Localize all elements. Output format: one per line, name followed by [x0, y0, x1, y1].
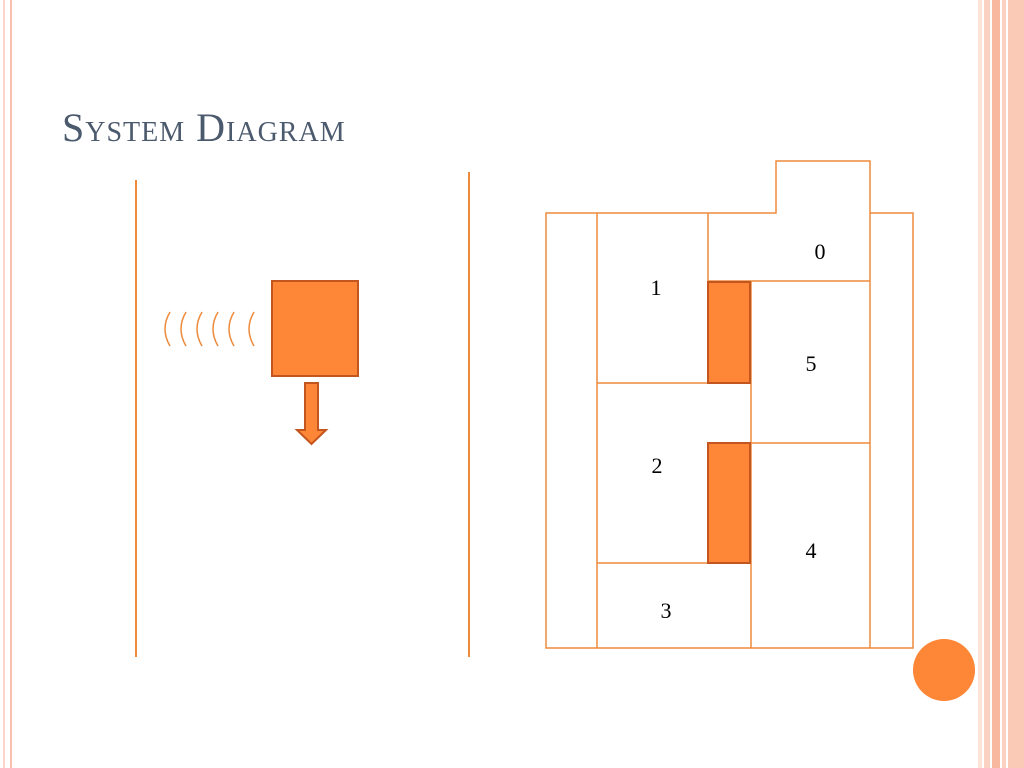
- slide-title: System Diagram: [62, 105, 346, 150]
- accent-circle: [913, 639, 975, 701]
- floor-plan: [545, 160, 914, 649]
- wave-arc: [196, 311, 203, 347]
- wave-arc: [248, 311, 255, 347]
- wave-arc: [180, 311, 187, 347]
- door-block-upper: [707, 281, 751, 384]
- wave-arc: [212, 311, 219, 347]
- floor-plan-outline: [545, 160, 914, 649]
- room-label-3: 3: [661, 598, 672, 623]
- room-label-5: 5: [806, 351, 817, 376]
- moving-block: [271, 280, 359, 377]
- emission-waves: [164, 311, 255, 347]
- wave-arc: [228, 311, 235, 347]
- right-border-decoration: [978, 0, 1024, 768]
- left-border-decoration: [0, 0, 12, 768]
- room-label-0: 0: [815, 239, 826, 264]
- wave-arc: [164, 311, 171, 347]
- room-label-1: 1: [651, 275, 662, 300]
- door-block-lower: [707, 442, 751, 564]
- room-label-4: 4: [806, 538, 817, 563]
- room-label-2: 2: [652, 453, 663, 478]
- down-arrow-icon: [294, 382, 329, 446]
